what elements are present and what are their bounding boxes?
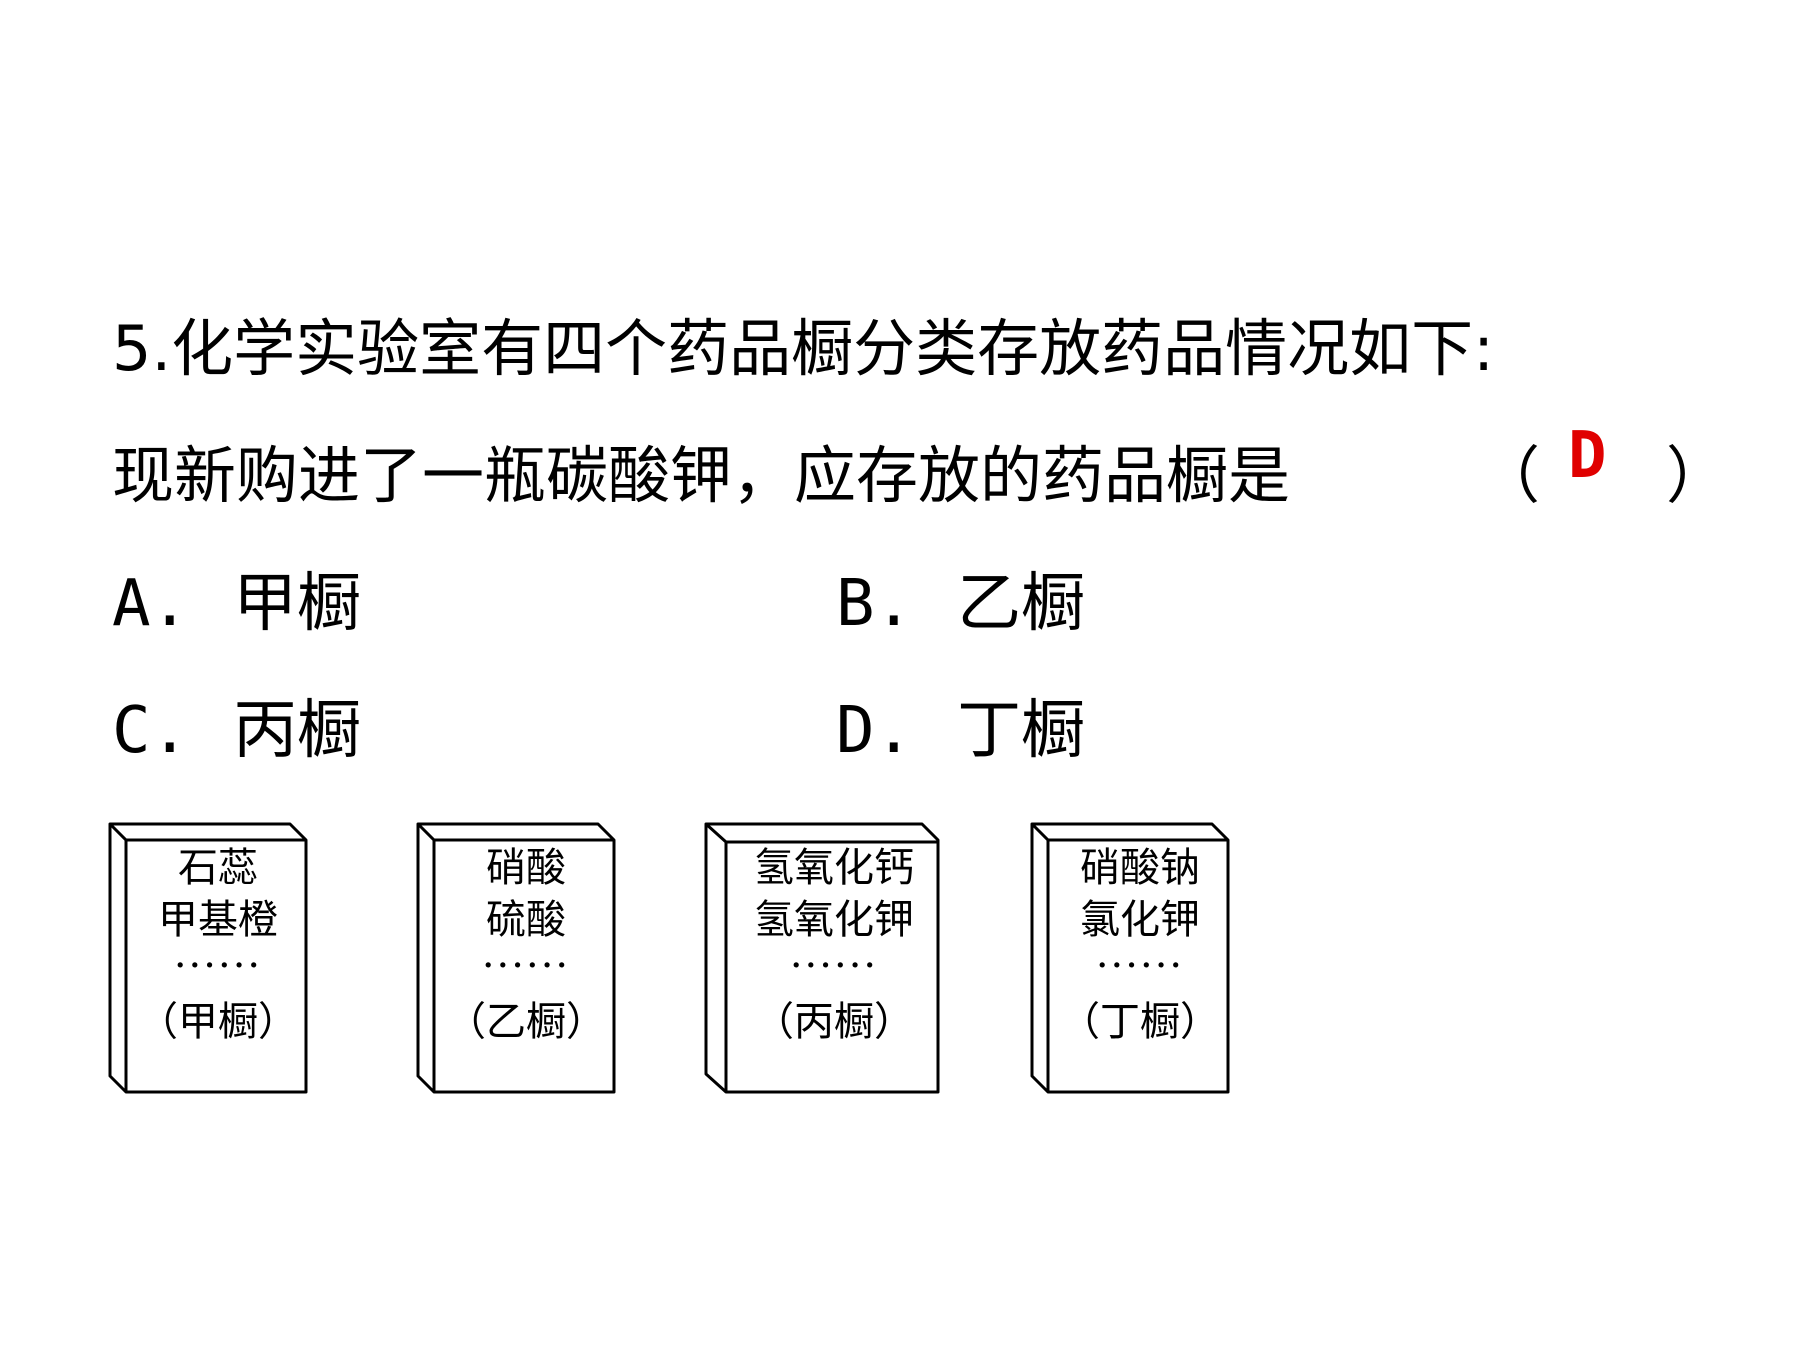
cabinet-yi: 硝酸 硫酸 ······ （乙橱） (416, 822, 618, 1094)
cabinet-jia: 石蕊 甲基橙 ······ （甲橱） (108, 822, 310, 1094)
question-line-1: 5.化学实验室有四个药品橱分类存放药品情况如下: (112, 312, 1495, 385)
cabinet-yi-ellipsis: ······ (481, 943, 571, 989)
cabinet-yi-contents: 硝酸 硫酸 ······ （乙橱） (434, 842, 618, 1094)
option-b-text: 乙橱 (957, 567, 1086, 641)
cabinet-jia-contents: 石蕊 甲基橙 ······ （甲橱） (126, 842, 310, 1094)
cabinet-ding-box (1030, 822, 1230, 1094)
cabinet-jia-name: （甲橱） (138, 999, 298, 1045)
cabinet-ding-ellipsis: ······ (1095, 943, 1185, 989)
cabinet-yi-name: （乙橱） (446, 999, 606, 1045)
option-b-letter: B. (836, 567, 914, 641)
cabinet-jia-box (108, 822, 308, 1094)
option-a[interactable]: A.甲橱 (112, 572, 361, 636)
cabinet-yi-item-1: 硝酸 (486, 845, 566, 891)
option-a-letter: A. (112, 567, 190, 641)
cabinet-ding: 硝酸钠 氯化钾 ······ （丁橱） (1030, 822, 1232, 1094)
option-c-text: 丙橱 (233, 694, 362, 768)
cabinet-jia-ellipsis: ······ (173, 943, 263, 989)
cabinet-ding-contents: 硝酸钠 氯化钾 ······ （丁橱） (1048, 842, 1232, 1094)
cabinet-bing-name: （丙橱） (754, 999, 914, 1045)
option-d[interactable]: D.丁橱 (836, 699, 1085, 763)
cabinet-ding-item-2: 氯化钾 (1080, 897, 1200, 943)
cabinet-yi-item-2: 硫酸 (486, 897, 566, 943)
option-c-letter: C. (112, 694, 190, 768)
cabinet-bing-ellipsis: ······ (789, 943, 879, 989)
cabinet-bing-item-2: 氢氧化钾 (754, 897, 914, 943)
option-c[interactable]: C.丙橱 (112, 699, 361, 763)
option-d-text: 丁橱 (957, 694, 1086, 768)
option-d-letter: D. (836, 694, 914, 768)
cabinet-bing-contents: 氢氧化钙 氢氧化钾 ······ （丙橱） (726, 842, 942, 1094)
cabinet-jia-item-1: 石蕊 (178, 845, 258, 891)
cabinet-ding-item-1: 硝酸钠 (1080, 845, 1200, 891)
cabinet-bing: 氢氧化钙 氢氧化钾 ······ （丙橱） (704, 822, 942, 1094)
option-a-text: 甲橱 (233, 567, 362, 641)
answer-paren-open: （ (1478, 439, 1541, 512)
cabinet-jia-item-2: 甲基橙 (158, 897, 278, 943)
answer-mark: D (1568, 419, 1607, 493)
cabinet-bing-item-1: 氢氧化钙 (754, 845, 914, 891)
option-b[interactable]: B.乙橱 (836, 572, 1085, 636)
answer-paren-close: ） (1666, 439, 1729, 512)
cabinet-bing-box (704, 822, 940, 1094)
cabinet-yi-box (416, 822, 616, 1094)
cabinet-ding-name: （丁橱） (1060, 999, 1220, 1045)
question-line-2: 现新购进了一瓶碳酸钾，应存放的药品橱是 (112, 439, 1291, 512)
